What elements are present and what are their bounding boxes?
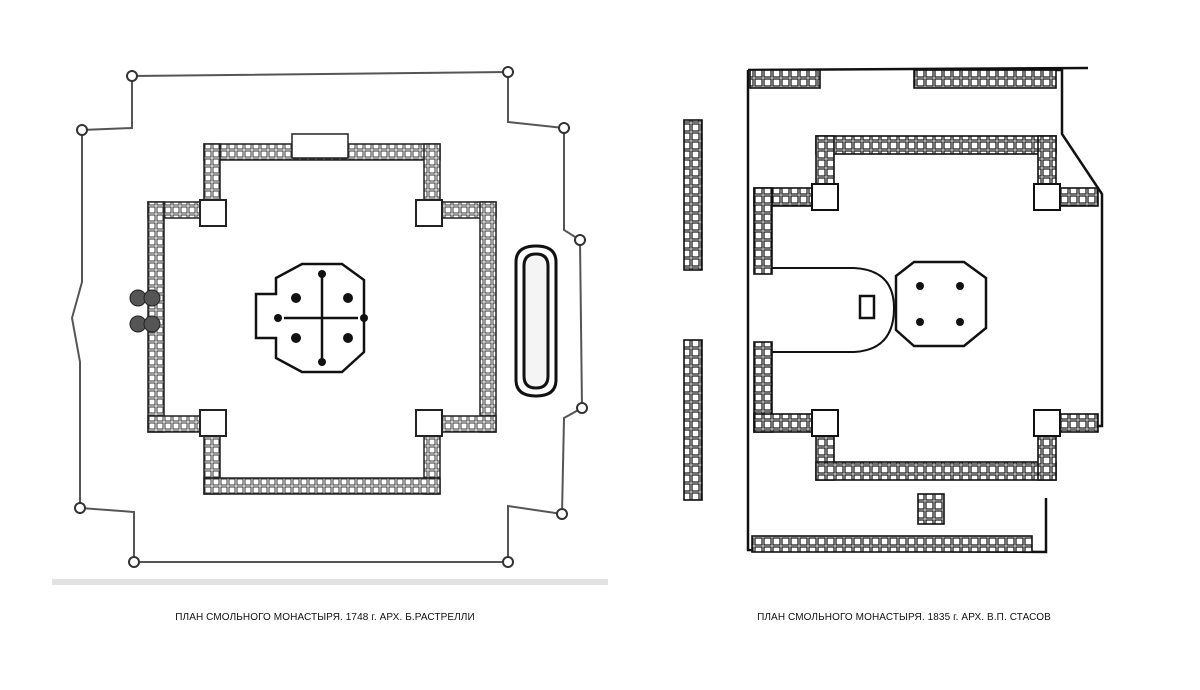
- cell-ranges: [683, 69, 1099, 553]
- cathedral-piers: [274, 270, 368, 366]
- caption-rastrelli-plan: ПЛАН СМОЛЬНОГО МОНАСТЫРЯ. 1748 г. АРХ. Б…: [175, 612, 475, 623]
- east-basin: [514, 244, 558, 398]
- outer-fence: [70, 70, 584, 563]
- plan-rastrelli-1748: [52, 62, 608, 594]
- corner-churches: [199, 199, 443, 437]
- caption-stasov-plan: ПЛАН СМОЛЬНОГО МОНАСТЫРЯ. 1835 г. АРХ. В…: [757, 612, 1051, 623]
- corner-churches: [811, 183, 1061, 437]
- fence-posts: [74, 66, 588, 568]
- cathedral-piers: [916, 282, 964, 326]
- plan-stasov-1835: [664, 60, 1134, 570]
- central-cathedral: [254, 262, 366, 374]
- west-gate: [129, 289, 161, 333]
- west-court: [772, 267, 896, 353]
